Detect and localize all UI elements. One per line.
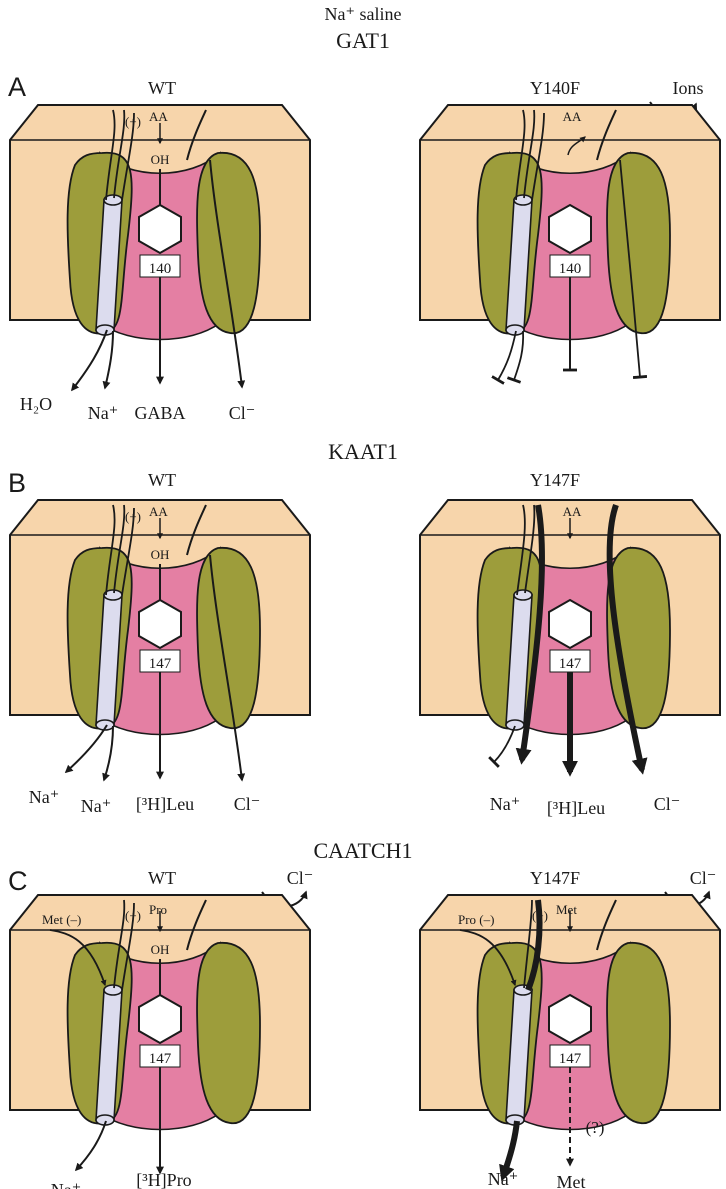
c-wt-pro: Pro [149, 902, 167, 917]
c-wt-plus: (+) [125, 908, 141, 923]
transporter-a-wt [10, 105, 310, 390]
b-mut-residue: 147 [559, 656, 582, 672]
b-wt-oh: OH [151, 547, 170, 562]
panel-b-letter: B [8, 468, 26, 498]
b-mut-out-leu: [³H]Leu [547, 798, 605, 818]
c-mut-question: (?) [586, 1118, 605, 1137]
b-out-cl: Cl⁻ [234, 794, 261, 814]
transporter-c-mut [420, 895, 720, 1177]
panel-a-mut-label: Y140F [530, 78, 580, 98]
b-mut-out-cl: Cl⁻ [654, 794, 681, 814]
b-out-leu: [³H]Leu [136, 794, 194, 814]
panel-b-mut-label: Y147F [530, 470, 580, 490]
transporter-b-wt [10, 500, 310, 780]
c-mut-plus: (+) [532, 908, 548, 923]
transporter-a-mut [420, 105, 720, 380]
c-out-pro: [³H]Pro [136, 1170, 191, 1189]
panel-a-ions-label: Ions [673, 78, 704, 98]
a-out-h2o: H₂O [20, 394, 52, 414]
b-wt-aa: AA [149, 504, 168, 519]
panel-a-letter: A [8, 72, 26, 102]
panel-b-wt-label: WT [148, 470, 176, 490]
b-out-na1: Na⁺ [29, 787, 60, 807]
c-wt-residue: 147 [149, 1051, 172, 1067]
c-wt-cl-label: Cl⁻ [287, 868, 314, 888]
a-wt-plus: (+) [125, 114, 141, 129]
c-wt-oh: OH [151, 942, 170, 957]
a-wt-oh: OH [151, 152, 170, 167]
panel-c-title: CAATCH1 [313, 838, 412, 863]
panel-c-letter: C [8, 866, 28, 896]
a-out-cl: Cl⁻ [229, 403, 256, 423]
b-mut-out-na: Na⁺ [490, 794, 521, 814]
panel-a-wt-label: WT [148, 78, 176, 98]
b-wt-plus: (+) [125, 509, 141, 524]
b-wt-residue: 147 [149, 656, 172, 672]
a-mut-residue: 140 [559, 261, 582, 277]
a-wt-aa: AA [149, 109, 168, 124]
a-out-gaba: GABA [134, 403, 185, 423]
transporter-b-mut [420, 500, 720, 772]
a-mut-aa: AA [563, 109, 582, 124]
transporter-c-wt [10, 895, 310, 1173]
b-out-na2: Na⁺ [81, 796, 112, 816]
c-out-na: Na⁺ [51, 1180, 82, 1189]
panel-c-wt-label: WT [148, 868, 176, 888]
c-mut-cl-label: Cl⁻ [690, 868, 717, 888]
c-mut-met: Met [556, 902, 577, 917]
a-wt-residue: 140 [149, 261, 172, 277]
c-mut-out-na: Na⁺ [488, 1169, 519, 1189]
c-mut-residue: 147 [559, 1051, 582, 1067]
a-out-na: Na⁺ [88, 403, 119, 423]
c-mut-out-met: Met [557, 1172, 586, 1189]
b-mut-aa: AA [563, 504, 582, 519]
panel-b-title: KAAT1 [328, 439, 398, 464]
c-wt-met: Met (–) [42, 912, 81, 927]
c-mut-pro: Pro (–) [458, 912, 494, 927]
saline-label: Na⁺ saline [325, 4, 402, 24]
panel-c-mut-label: Y147F [530, 868, 580, 888]
gat1-title: GAT1 [336, 28, 390, 53]
